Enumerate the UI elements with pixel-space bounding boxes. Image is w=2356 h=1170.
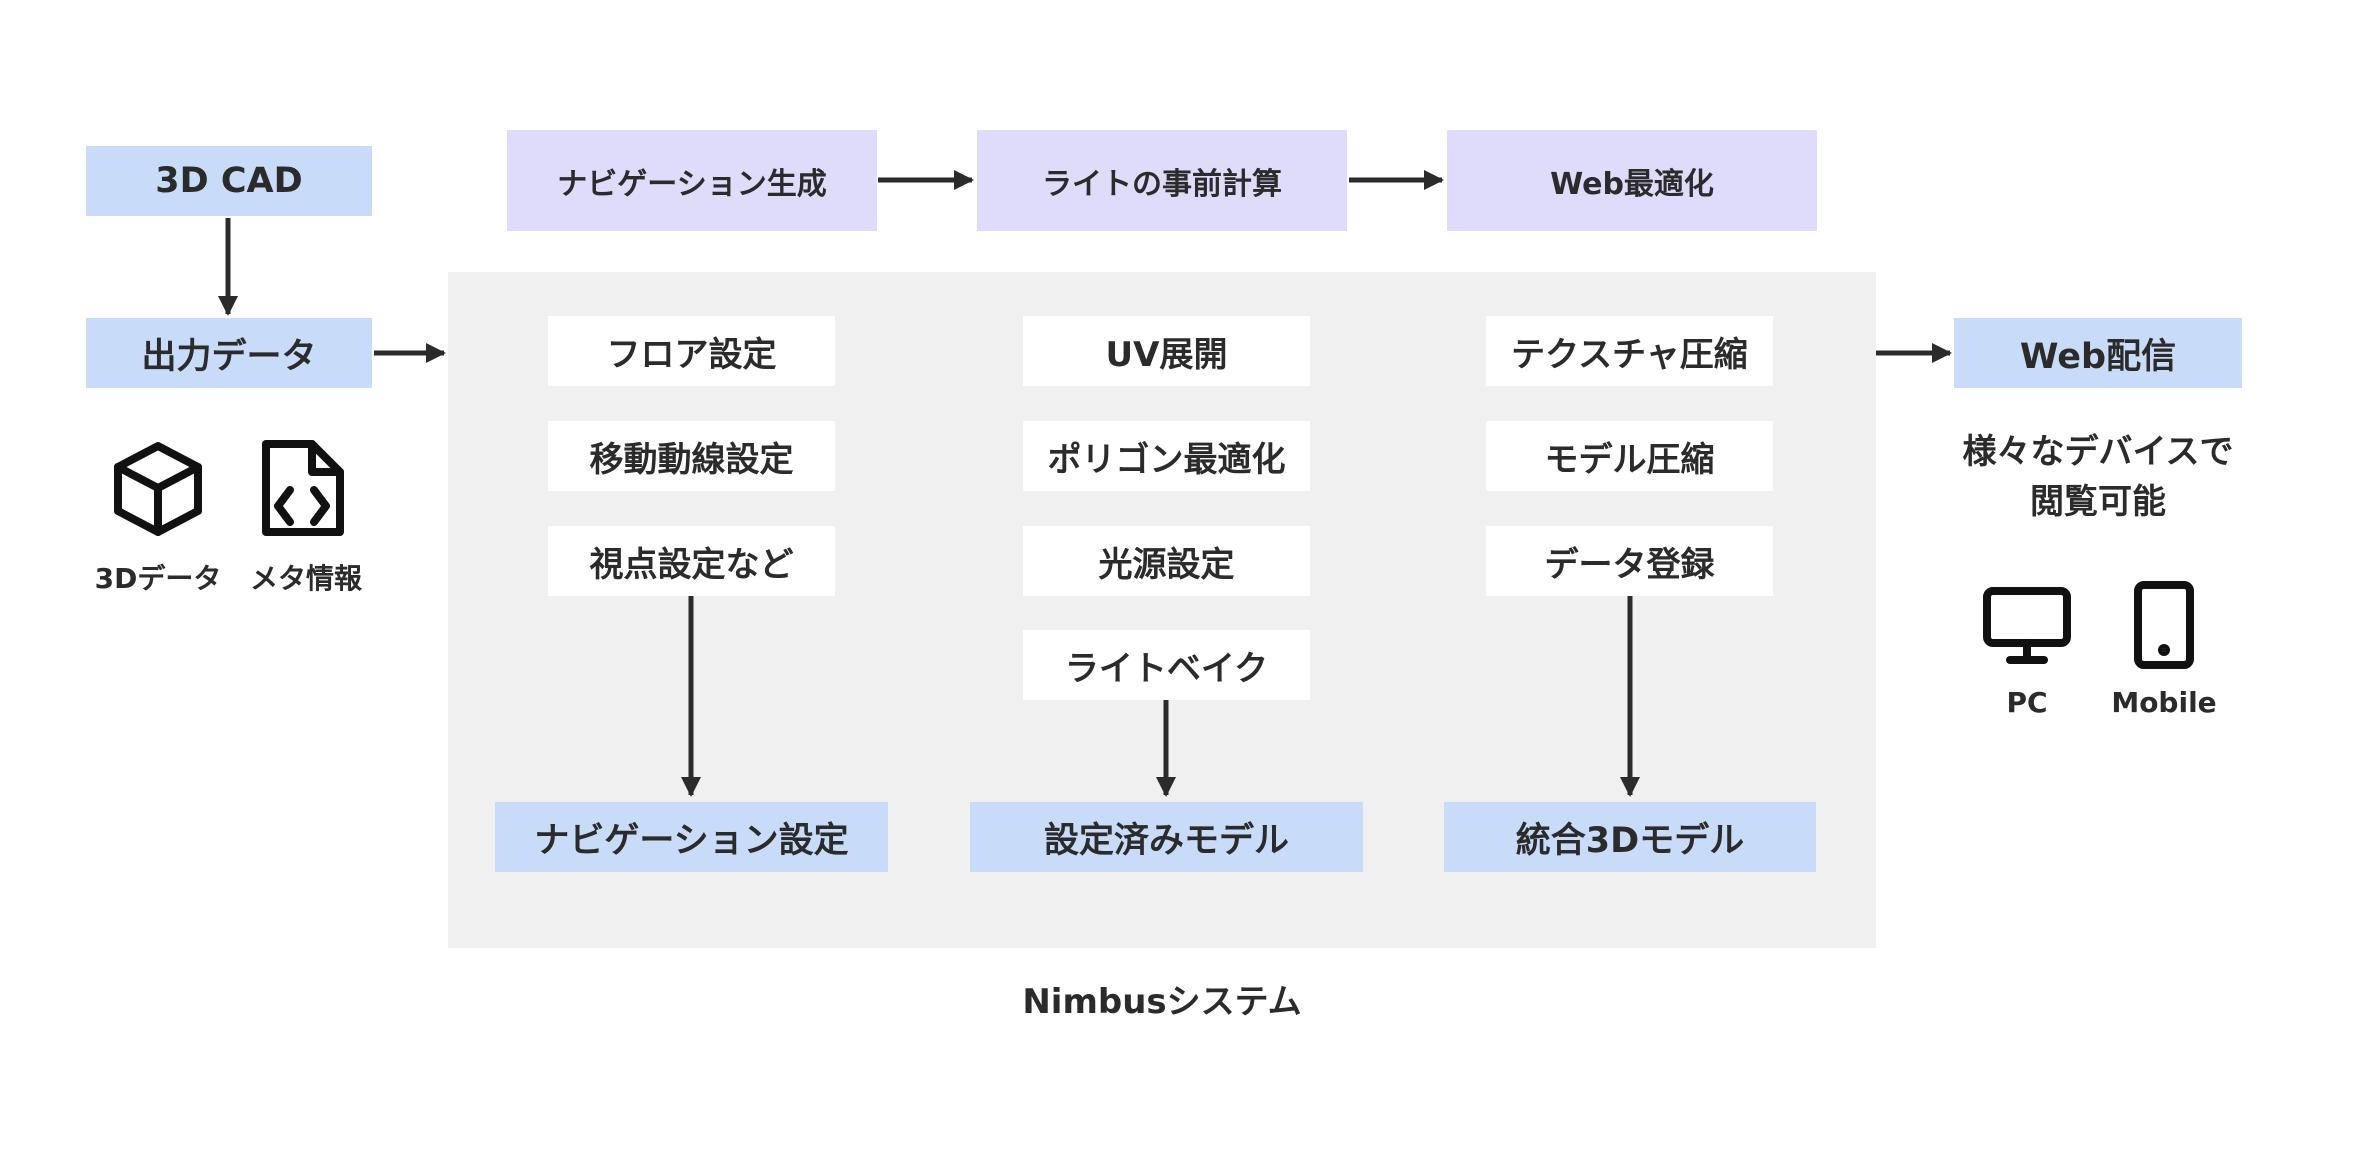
light-precalc-label: ライトの事前計算 (1042, 166, 1282, 202)
web-optimization-box: Web最適化 (1447, 130, 1817, 231)
col2-item: ポリゴン最適化 (1023, 421, 1310, 491)
delivery-description-line2: 閲覧可能 (2030, 482, 2166, 522)
col3-item-label: テクスチャ圧縮 (1511, 334, 1748, 375)
col1-item: 視点設定など (548, 526, 835, 596)
col2-item: UV展開 (1023, 316, 1310, 386)
nimbus-system-caption: Nimbusシステム (1022, 982, 1302, 1022)
col3-item: テクスチャ圧縮 (1486, 316, 1773, 386)
col2-item: ライトベイク (1023, 630, 1310, 700)
col3-item: モデル圧縮 (1486, 421, 1773, 491)
web-optimization-label: Web最適化 (1550, 166, 1714, 202)
mobile-label: Mobile (2111, 686, 2217, 719)
desktop-monitor-icon (1982, 586, 2072, 666)
col1-item: フロア設定 (548, 316, 835, 386)
web-delivery-box: Web配信 (1954, 318, 2242, 388)
col3-item-label: モデル圧縮 (1544, 439, 1715, 480)
col3-item: データ登録 (1486, 526, 1773, 596)
code-file-icon (256, 438, 346, 538)
output-data-label: 出力データ (141, 336, 317, 377)
integrated-3d-model-box: 統合3Dモデル (1444, 802, 1816, 872)
col2-item: 光源設定 (1023, 526, 1310, 596)
mobile-phone-icon (2132, 580, 2196, 670)
col1-item: 移動動線設定 (548, 421, 835, 491)
meta-info-label: メタ情報 (249, 562, 362, 595)
delivery-description-line1: 様々なデバイスで (1962, 432, 2234, 472)
col2-item-label: UV展開 (1105, 334, 1228, 375)
col2-item-label: ポリゴン最適化 (1047, 439, 1286, 480)
light-precalc-box: ライトの事前計算 (977, 130, 1347, 231)
col3-item-label: データ登録 (1544, 544, 1715, 585)
navigation-settings-label: ナビゲーション設定 (534, 820, 849, 861)
col1-item-label: 視点設定など (589, 544, 794, 585)
web-delivery-label: Web配信 (2019, 336, 2177, 377)
col2-item-label: ライトベイク (1064, 648, 1269, 689)
pc-label: PC (2006, 686, 2048, 719)
col1-item-label: フロア設定 (606, 334, 777, 375)
configured-model-label: 設定済みモデル (1043, 820, 1289, 861)
3d-data-label: 3Dデータ (94, 562, 222, 595)
configured-model-box: 設定済みモデル (970, 802, 1363, 872)
cad-box: 3D CAD (86, 146, 372, 216)
integrated-3d-model-label: 統合3Dモデル (1515, 820, 1745, 861)
col2-item-label: 光源設定 (1098, 544, 1235, 585)
col1-item-label: 移動動線設定 (589, 439, 794, 480)
output-data-box: 出力データ (86, 318, 372, 388)
cad-label: 3D CAD (155, 161, 303, 201)
cube-icon (112, 440, 204, 538)
navigation-generation-box: ナビゲーション生成 (507, 130, 877, 231)
navigation-settings-box: ナビゲーション設定 (495, 802, 888, 872)
navigation-generation-label: ナビゲーション生成 (557, 166, 827, 202)
